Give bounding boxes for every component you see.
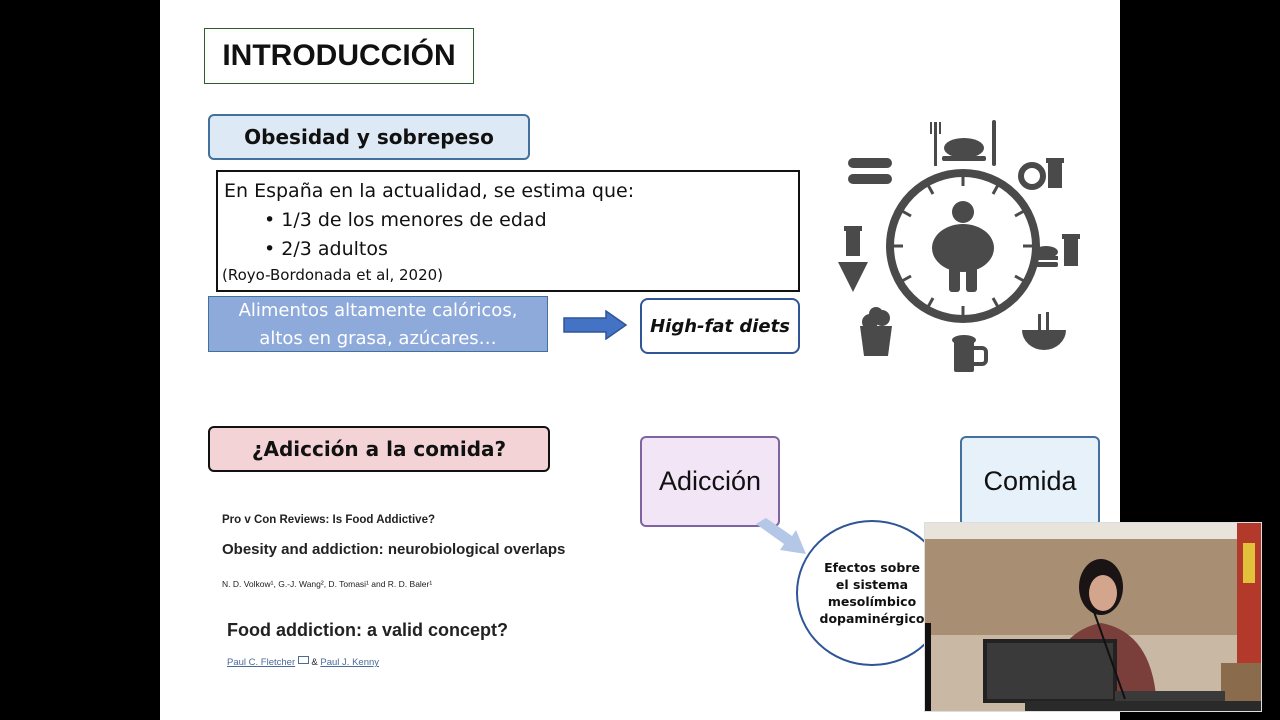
paper2-authors: Paul C. Fletcher & Paul J. Kenny: [227, 656, 379, 668]
burger-drink-icon: [1034, 234, 1080, 267]
effects-circle: Efectos sobre el sistema mesolímbico dop…: [796, 520, 948, 666]
high-fat-diets-box: High-fat diets: [640, 298, 800, 354]
presentation-slide: INTRODUCCIÓN Obesidad y sobrepeso En Esp…: [160, 0, 1120, 720]
effects-circle-text: Efectos sobre el sistema mesolímbico dop…: [819, 560, 925, 626]
paper2-title: Food addiction: a valid concept?: [227, 620, 509, 640]
roast-chicken-icon: [930, 120, 996, 166]
paper1-authors: N. D. Volkow¹, G.-J. Wang², D. Tomasi¹ a…: [222, 579, 433, 589]
beer-mug-icon: [952, 335, 988, 372]
speaker-video-frame: [925, 523, 1261, 711]
obese-person-icon: [932, 201, 994, 292]
food-clock-icon: [838, 120, 1080, 372]
donut-drink-icon: [1018, 158, 1064, 190]
noodle-bowl-icon: [1022, 312, 1066, 350]
caloric-foods-line1: Alimentos altamente calóricos,: [238, 300, 518, 321]
paper1-title: Obesity and addiction: neurobiological o…: [222, 541, 566, 558]
popcorn-icon: [860, 307, 892, 356]
paper1-series: Pro v Con Reviews: Is Food Addictive?: [222, 514, 435, 526]
addiction-box: Adicción: [640, 436, 780, 527]
paper2-author1[interactable]: Paul C. Fletcher: [227, 657, 296, 668]
sausage-icon: [848, 158, 892, 184]
caloric-foods-line2: altos en grasa, azúcares…: [259, 328, 497, 349]
slide-title: INTRODUCCIÓN: [204, 28, 474, 84]
statistics-citation: (Royo-Bordonada et al, 2020): [222, 266, 444, 284]
pizza-icon: [838, 226, 868, 292]
statistics-bullet-adults: • 2/3 adultos: [264, 238, 388, 260]
caloric-foods-box: Alimentos altamente calóricos, altos en …: [208, 296, 548, 352]
statistics-bullet-minors: • 1/3 de los menores de edad: [264, 209, 547, 231]
food-addiction-heading: ¿Adicción a la comida?: [208, 426, 550, 472]
statistics-intro: En España en la actualidad, se estima qu…: [224, 180, 635, 202]
right-arrow-icon: [563, 310, 628, 340]
diagonal-arrow-icon: [756, 518, 806, 554]
food-box: Comida: [960, 436, 1100, 527]
obesity-heading: Obesidad y sobrepeso: [208, 114, 530, 160]
statistics-box: En España en la actualidad, se estima qu…: [216, 170, 800, 292]
envelope-icon: [297, 656, 309, 664]
paper2-author2[interactable]: Paul J. Kenny: [320, 657, 380, 668]
speaker-video: [924, 522, 1262, 712]
paper2-and: &: [311, 657, 318, 668]
